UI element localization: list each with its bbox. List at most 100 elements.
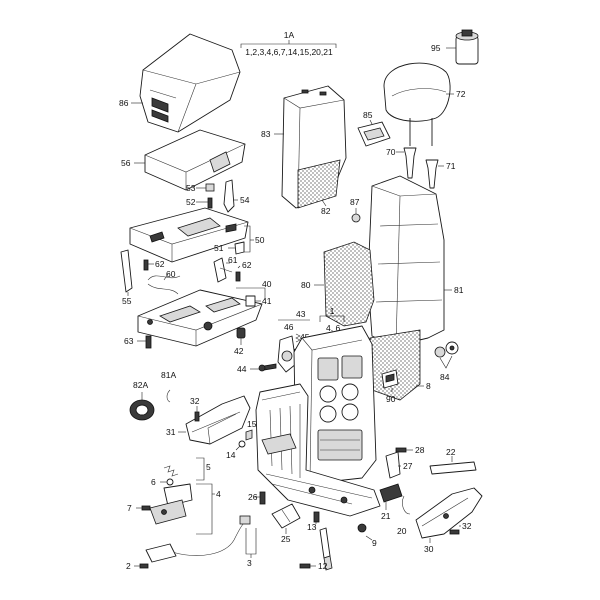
part-82a-grommet: 82A: [129, 380, 155, 421]
label-62-upper: 62: [242, 260, 252, 270]
label-40: 40: [262, 279, 272, 289]
label-62-left: 62: [155, 259, 165, 269]
part-87-washer: 87: [350, 197, 361, 223]
part-42-knob: 42: [234, 327, 246, 356]
part-seat-base-frame: [255, 383, 381, 517]
part-62-screw-left: 62: [143, 259, 165, 271]
part-30-side-cover: 30: [415, 487, 483, 554]
label-44: 44: [237, 364, 247, 374]
label-20: 20: [397, 526, 407, 536]
label-51: 51: [214, 243, 224, 253]
label-72: 72: [456, 89, 466, 99]
part-53-cap: 53: [186, 183, 215, 193]
label-80: 80: [301, 280, 311, 290]
part-90-clip: 90: [381, 369, 399, 404]
label-83: 83: [261, 129, 271, 139]
part-81-backrest-upholstery: 81: [367, 175, 464, 347]
label-71: 71: [446, 161, 456, 171]
part-gas-strut: [319, 527, 333, 571]
label-70: 70: [386, 147, 396, 157]
part-71-guide-sleeve: 71: [425, 159, 456, 189]
part-80-backrest-foam: 80: [301, 241, 375, 327]
part-5-spring: 5: [163, 457, 211, 481]
label-2: 2: [126, 561, 131, 571]
label-42: 42: [234, 346, 244, 356]
label-50: 50: [255, 235, 265, 245]
label-22: 22: [446, 447, 456, 457]
label-4-6: 4, 6: [326, 323, 340, 333]
label-5: 5: [206, 462, 211, 472]
part-26-stud: 26: [248, 491, 266, 505]
part-28-bolt: 28: [395, 445, 425, 455]
part-20-clip: 20: [397, 495, 411, 536]
part-84-hinge-covers: 84: [434, 341, 459, 382]
label-6: 6: [151, 477, 156, 487]
part-51-bracket: 51: [214, 241, 245, 255]
label-56: 56: [121, 158, 131, 168]
part-60-cable: 60: [147, 269, 181, 295]
label-84: 84: [440, 372, 450, 382]
label-13: 13: [307, 522, 317, 532]
part-14-clip: 14: [226, 440, 246, 460]
label-32-lower: 32: [462, 521, 472, 531]
label-81a: 81A: [161, 370, 176, 380]
part-12-bolt: 12: [299, 561, 328, 571]
label-14: 14: [226, 450, 236, 460]
part-9-nut: 9: [357, 523, 377, 548]
part-54-lever: 54: [223, 179, 250, 213]
part-31-side-trim: 31: [166, 395, 251, 445]
part-15-clip: 15: [245, 419, 257, 441]
part-62-screw-upper: 62: [235, 260, 252, 282]
part-32-screw-lower: 32: [449, 521, 472, 535]
label-31: 31: [166, 427, 176, 437]
label-15: 15: [247, 419, 257, 429]
part-27-bracket: 27: [385, 451, 413, 479]
part-3-bowden-cable: 3: [145, 515, 257, 568]
part-81a-hook: 81A: [161, 370, 176, 403]
label-28: 28: [415, 445, 425, 455]
label-32-upper: 32: [190, 396, 200, 406]
label-85: 85: [363, 110, 373, 120]
label-52: 52: [186, 197, 196, 207]
label-1a: 1A: [284, 30, 295, 40]
label-7: 7: [127, 503, 132, 513]
label-21: 21: [381, 511, 391, 521]
label-46: 46: [284, 322, 294, 332]
label-25: 25: [281, 534, 291, 544]
part-13-screw: 13: [307, 511, 320, 532]
part-25-bracket: 25: [271, 503, 301, 544]
part-32-screw-upper: 32: [190, 396, 200, 422]
part-40-seat-plate: 40: [137, 279, 272, 347]
label-95: 95: [431, 43, 441, 53]
part-44-bolt: 44: [237, 363, 277, 374]
part-50-armrest-base: 50: [129, 207, 265, 263]
label-81: 81: [454, 285, 464, 295]
part-6-bushing: 6: [151, 477, 174, 487]
part-55-trim-strip: 55: [120, 249, 133, 306]
part-95-adhesive-can: 95: [431, 29, 479, 65]
label-27: 27: [403, 461, 413, 471]
label-1a-list: 1,2,3,4,6,7,14,15,20,21: [245, 47, 333, 57]
part-41-plug: 41: [245, 295, 272, 307]
part-85-guide-cap: 85: [357, 110, 391, 147]
part-63-bolt: 63: [124, 335, 152, 349]
label-8: 8: [426, 381, 431, 391]
label-53: 53: [186, 183, 196, 193]
part-7-screw: 7: [127, 503, 151, 513]
part-61-clip: 61: [213, 255, 238, 283]
label-54: 54: [240, 195, 250, 205]
part-recliner-mechanism: [277, 335, 297, 373]
part-56-armrest-pad: 56: [121, 129, 246, 191]
label-55: 55: [122, 296, 132, 306]
part-72-headrest: 72: [383, 62, 466, 146]
label-1: 1: [330, 306, 335, 316]
part-21-end-cap: 21: [379, 483, 403, 521]
part-22-strip: 22: [429, 447, 477, 475]
label-82: 82: [321, 206, 331, 216]
label-63: 63: [124, 336, 134, 346]
assembly-group-1a: 1A 1,2,3,4,6,7,14,15,20,21: [240, 30, 337, 57]
label-86: 86: [119, 98, 129, 108]
part-2-screw: 2: [126, 561, 149, 571]
label-41: 41: [262, 296, 272, 306]
